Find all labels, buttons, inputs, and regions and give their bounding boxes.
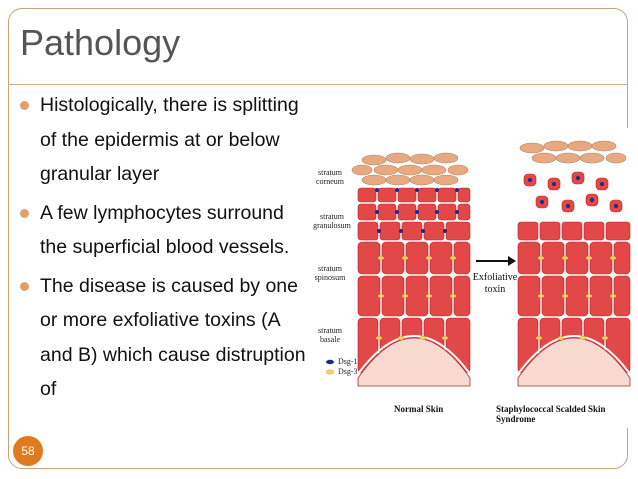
bullet-list: Histologically, there is splitting of th…: [20, 88, 310, 411]
bullet-dot-icon: [20, 208, 29, 218]
ssss-skin-illustration: [517, 140, 631, 387]
title-divider: [8, 84, 628, 85]
arrow-icon: [476, 256, 516, 266]
bullet-item: A few lymphocytes surround the superfici…: [20, 196, 310, 265]
legend-dsg3: Dsg-3: [338, 367, 358, 376]
caption-normal-skin: Normal Skin: [394, 404, 444, 414]
bullet-dot-icon: [20, 101, 29, 110]
bullet-text: A few lymphocytes surround the superfici…: [40, 201, 290, 259]
skin-diagram-graphic: [325, 140, 631, 387]
legend-swatches: [325, 359, 335, 375]
bullet-dot-icon: [20, 281, 29, 291]
page-number-badge: 58: [13, 436, 43, 466]
caption-ssss: Staphylococcal Scalded Skin Syndrome: [496, 404, 606, 424]
bullet-text: The disease is caused by one or more exf…: [40, 274, 306, 401]
bullet-item: The disease is caused by one or more exf…: [20, 269, 310, 407]
normal-skin-illustration: [351, 152, 471, 387]
bullet-text: Histologically, there is splitting of th…: [40, 94, 299, 185]
slide-title: Pathology: [20, 22, 181, 63]
bullet-item: Histologically, there is splitting of th…: [20, 88, 310, 192]
legend-dsg1: Dsg-1: [338, 357, 358, 366]
